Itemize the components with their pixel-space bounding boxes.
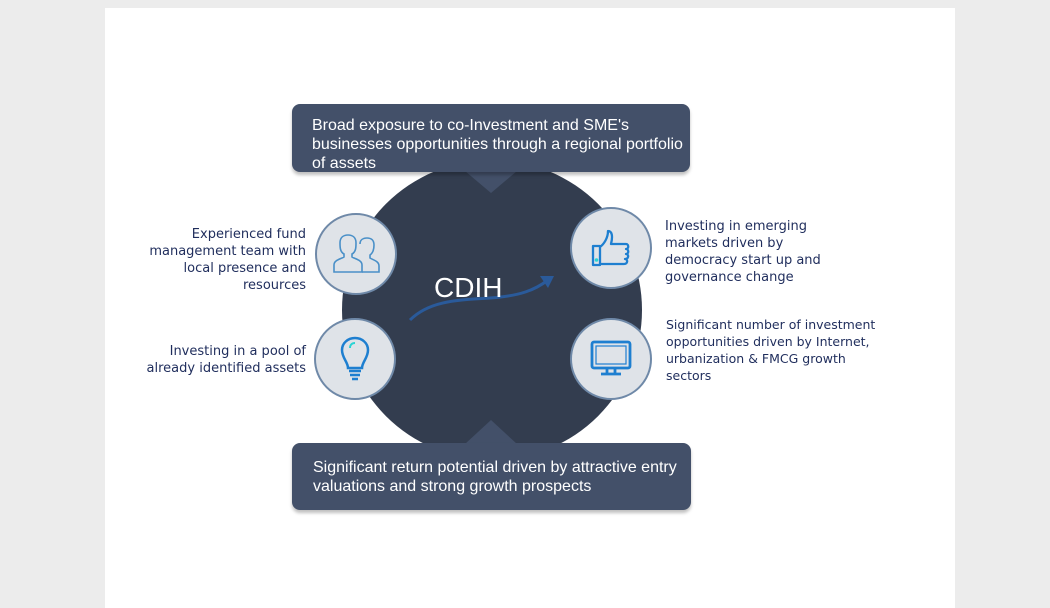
bottom-callout-text: Significant return potential driven by a… <box>313 459 677 495</box>
people-icon <box>333 234 380 273</box>
bottom-box-pointer <box>465 420 517 444</box>
node-label-team: Experienced fund management team with lo… <box>149 227 306 293</box>
bottom-callout-box: Significant return potential driven by a… <box>292 443 691 510</box>
node-label-emerging-markets: Investing in emerging markets driven by … <box>665 219 821 285</box>
lightbulb-icon <box>340 336 370 381</box>
monitor-node <box>570 318 652 400</box>
cdih-hub-circle <box>342 160 642 460</box>
thumbs-up-icon <box>591 229 630 267</box>
thumbs-up-node <box>570 207 652 289</box>
top-callout-box: Broad exposure to co-Investment and SME'… <box>292 104 690 172</box>
monitor-icon <box>590 340 632 376</box>
node-label-opportunities: Significant number of investment opportu… <box>666 317 876 383</box>
people-node <box>315 213 397 295</box>
node-label-assets: Investing in a pool of already identifie… <box>146 344 306 376</box>
top-box-pointer <box>465 171 517 193</box>
hub-title: CDIH <box>434 272 503 303</box>
lightbulb-node <box>314 318 396 400</box>
top-callout-text: Broad exposure to co-Investment and SME'… <box>312 117 683 172</box>
growth-arrow-icon <box>408 276 554 322</box>
